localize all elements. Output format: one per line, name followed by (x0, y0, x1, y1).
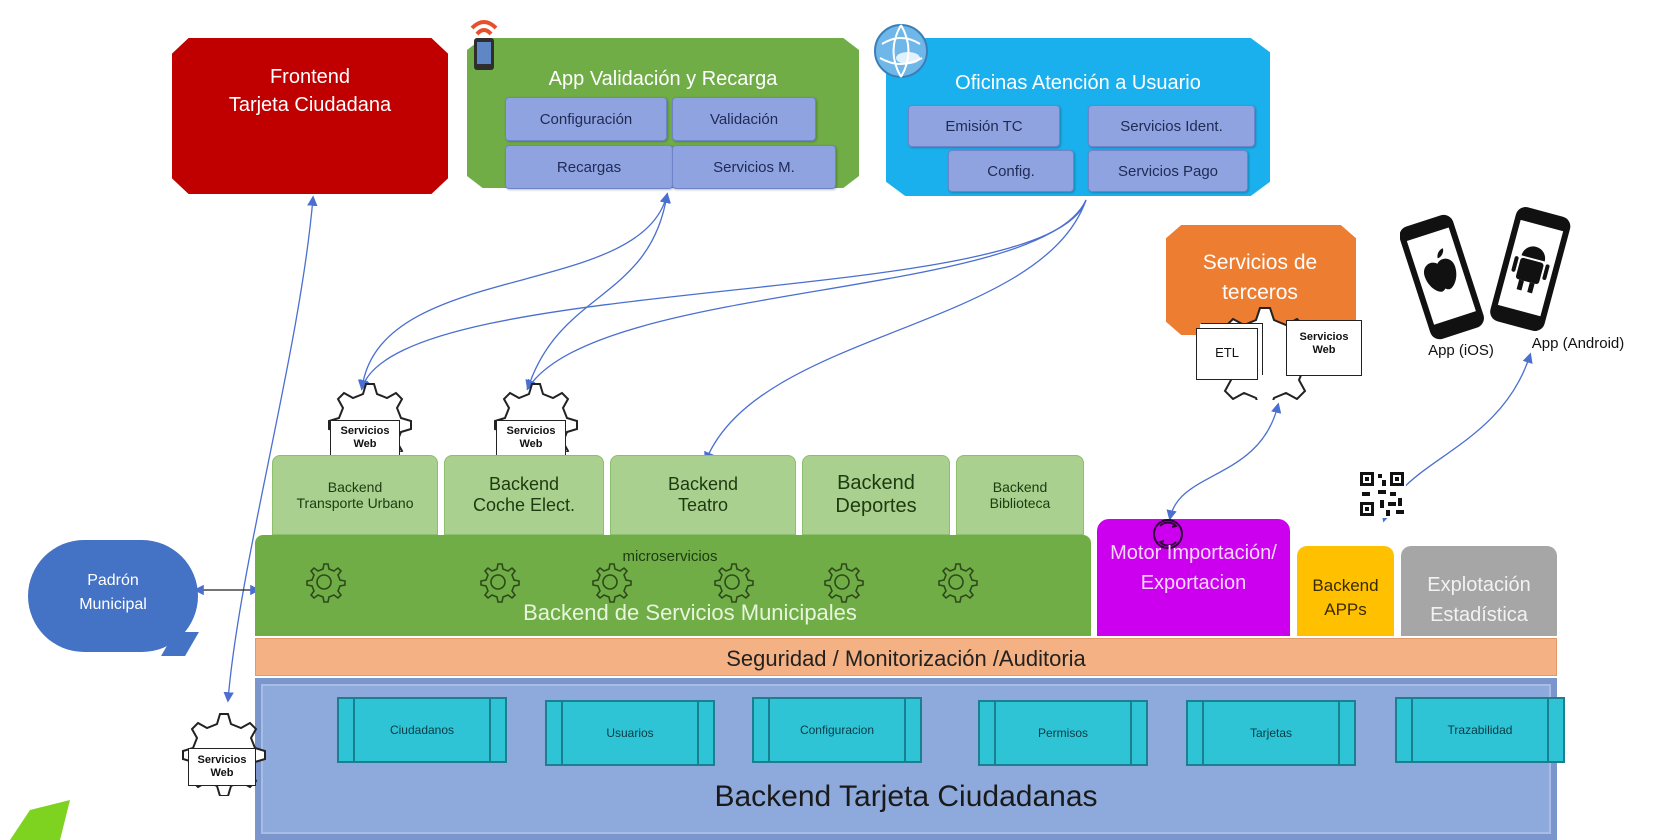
padron-line2: Municipal (79, 596, 147, 613)
link-terceros-motor (1166, 402, 1282, 521)
entity-trazabilidad[interactable]: Trazabilidad (1395, 697, 1565, 763)
explotacion-label: Explotación Estadística (1427, 574, 1531, 626)
backend-transporte: Backend Transporte Urbano (272, 455, 438, 535)
servicios-web-2: Servicios Web (496, 420, 566, 456)
tarjeta-title: Backend Tarjeta Ciudadanas (714, 780, 1098, 813)
frontend-line1: Frontend (269, 66, 351, 88)
motor-label: Motor Importación/ Exportacion (1110, 542, 1277, 594)
entity-permisos[interactable]: Permisos (978, 700, 1148, 766)
backend-apps-label: Backend APPs (1312, 576, 1379, 619)
gear-icon-1 (306, 563, 346, 603)
link-app-servicios1 (357, 192, 671, 391)
gear-icon-6 (938, 563, 978, 603)
etl-label: ETL (1215, 345, 1239, 360)
servicios-web-3-label: Servicios Web (197, 754, 247, 779)
backend-biblioteca: Backend Biblioteca (956, 455, 1084, 535)
backend-teatro: Backend Teatro (610, 455, 796, 535)
gear-icon-2 (480, 563, 520, 603)
refresh-gear-icon (1153, 519, 1183, 549)
entity-usuarios-label: Usuarios (606, 726, 654, 740)
wifi-phone-icon (462, 10, 506, 72)
servicios-web-2-label: Servicios Web (506, 425, 556, 450)
globe-icon (872, 22, 930, 80)
frontend-box: Frontend Tarjeta Ciudadana (172, 38, 448, 194)
seguridad-bar (255, 638, 1557, 676)
servicios-web-3: Servicios Web (188, 748, 256, 786)
municipales-box (255, 535, 1091, 636)
entity-ciudadanos[interactable]: Ciudadanos (337, 697, 507, 763)
android-phone-icon (1490, 207, 1571, 332)
gear-icon-5 (824, 563, 864, 603)
link-oficinas-teatro (704, 199, 1087, 463)
entity-tarjetas-label: Tarjetas (1249, 726, 1293, 740)
seguridad-label: Seguridad / Monitorización /Auditoria (726, 646, 1086, 671)
qr-code-icon (1358, 470, 1406, 518)
app-item-servicios-m[interactable]: Servicios M. (672, 145, 836, 189)
backend-coche-label: Backend Coche Elect. (472, 474, 576, 515)
entity-tarjetas[interactable]: Tarjetas (1186, 700, 1356, 766)
app-android-label: App (Android) (1531, 335, 1625, 352)
oficinas-item-servicios-pago[interactable]: Servicios Pago (1088, 150, 1248, 192)
motor-box (1097, 519, 1290, 636)
oficinas-item-config[interactable]: Config. (948, 150, 1074, 192)
municipales-title: Backend de Servicios Municipales (523, 600, 857, 625)
corner-decoration (10, 800, 70, 840)
entity-configuracion-label: Configuracion (799, 723, 875, 737)
backend-coche: Backend Coche Elect. (444, 455, 604, 535)
padron-bubble: Padrón Municipal (28, 540, 199, 656)
entity-ciudadanos-label: Ciudadanos (389, 723, 455, 737)
app-ios-label: App (iOS) (1428, 342, 1494, 359)
frontend-line2: Tarjeta Ciudadana (228, 94, 392, 116)
entity-usuarios[interactable]: Usuarios (545, 700, 715, 766)
app-item-validacion[interactable]: Validación (672, 97, 816, 141)
link-frontend-tarjeta (223, 195, 318, 703)
app-item-configuracion[interactable]: Configuración (505, 97, 667, 141)
entity-configuracion[interactable]: Configuracion (752, 697, 922, 763)
terceros-title: Servicios de terceros (1202, 251, 1318, 304)
backend-deportes-label: Backend Deportes (835, 472, 917, 517)
explotacion-box (1401, 546, 1557, 636)
oficinas-item-emision[interactable]: Emisión TC (908, 105, 1060, 147)
link-oficinas-servicios2 (526, 199, 1087, 391)
entity-permisos-label: Permisos (1037, 726, 1088, 740)
link-oficinas-servicios1 (359, 199, 1087, 391)
padron-line1: Padrón (87, 572, 139, 589)
etl-document: ETL (1196, 328, 1258, 380)
app-item-recargas[interactable]: Recargas (505, 145, 673, 189)
entity-trazabilidad-label: Trazabilidad (1447, 723, 1513, 737)
oficinas-title: Oficinas Atención a Usuario (955, 72, 1201, 94)
gear-icon-4 (714, 563, 754, 603)
oficinas-item-servicios-ident[interactable]: Servicios Ident. (1088, 105, 1255, 147)
terceros-servicios-web: Servicios Web (1286, 320, 1362, 376)
backend-deportes: Backend Deportes (802, 455, 950, 535)
servicios-web-1: Servicios Web (330, 420, 400, 456)
backend-transporte-label: Backend Transporte Urbano (296, 479, 414, 511)
servicios-web-1-label: Servicios Web (340, 425, 390, 450)
gear-icon-3 (592, 563, 632, 603)
microservice-gears (306, 563, 978, 603)
microservicios-label: microservicios (622, 548, 718, 565)
backend-apps-box (1297, 546, 1394, 636)
app-validacion-title: App Validación y Recarga (548, 68, 778, 90)
link-app-servicios2 (525, 192, 671, 391)
ios-phone-icon (1400, 214, 1484, 340)
backend-teatro-label: Backend Teatro (667, 474, 739, 515)
terceros-servicios-web-label: Servicios Web (1299, 331, 1349, 356)
backend-biblioteca-label: Backend Biblioteca (989, 479, 1051, 511)
